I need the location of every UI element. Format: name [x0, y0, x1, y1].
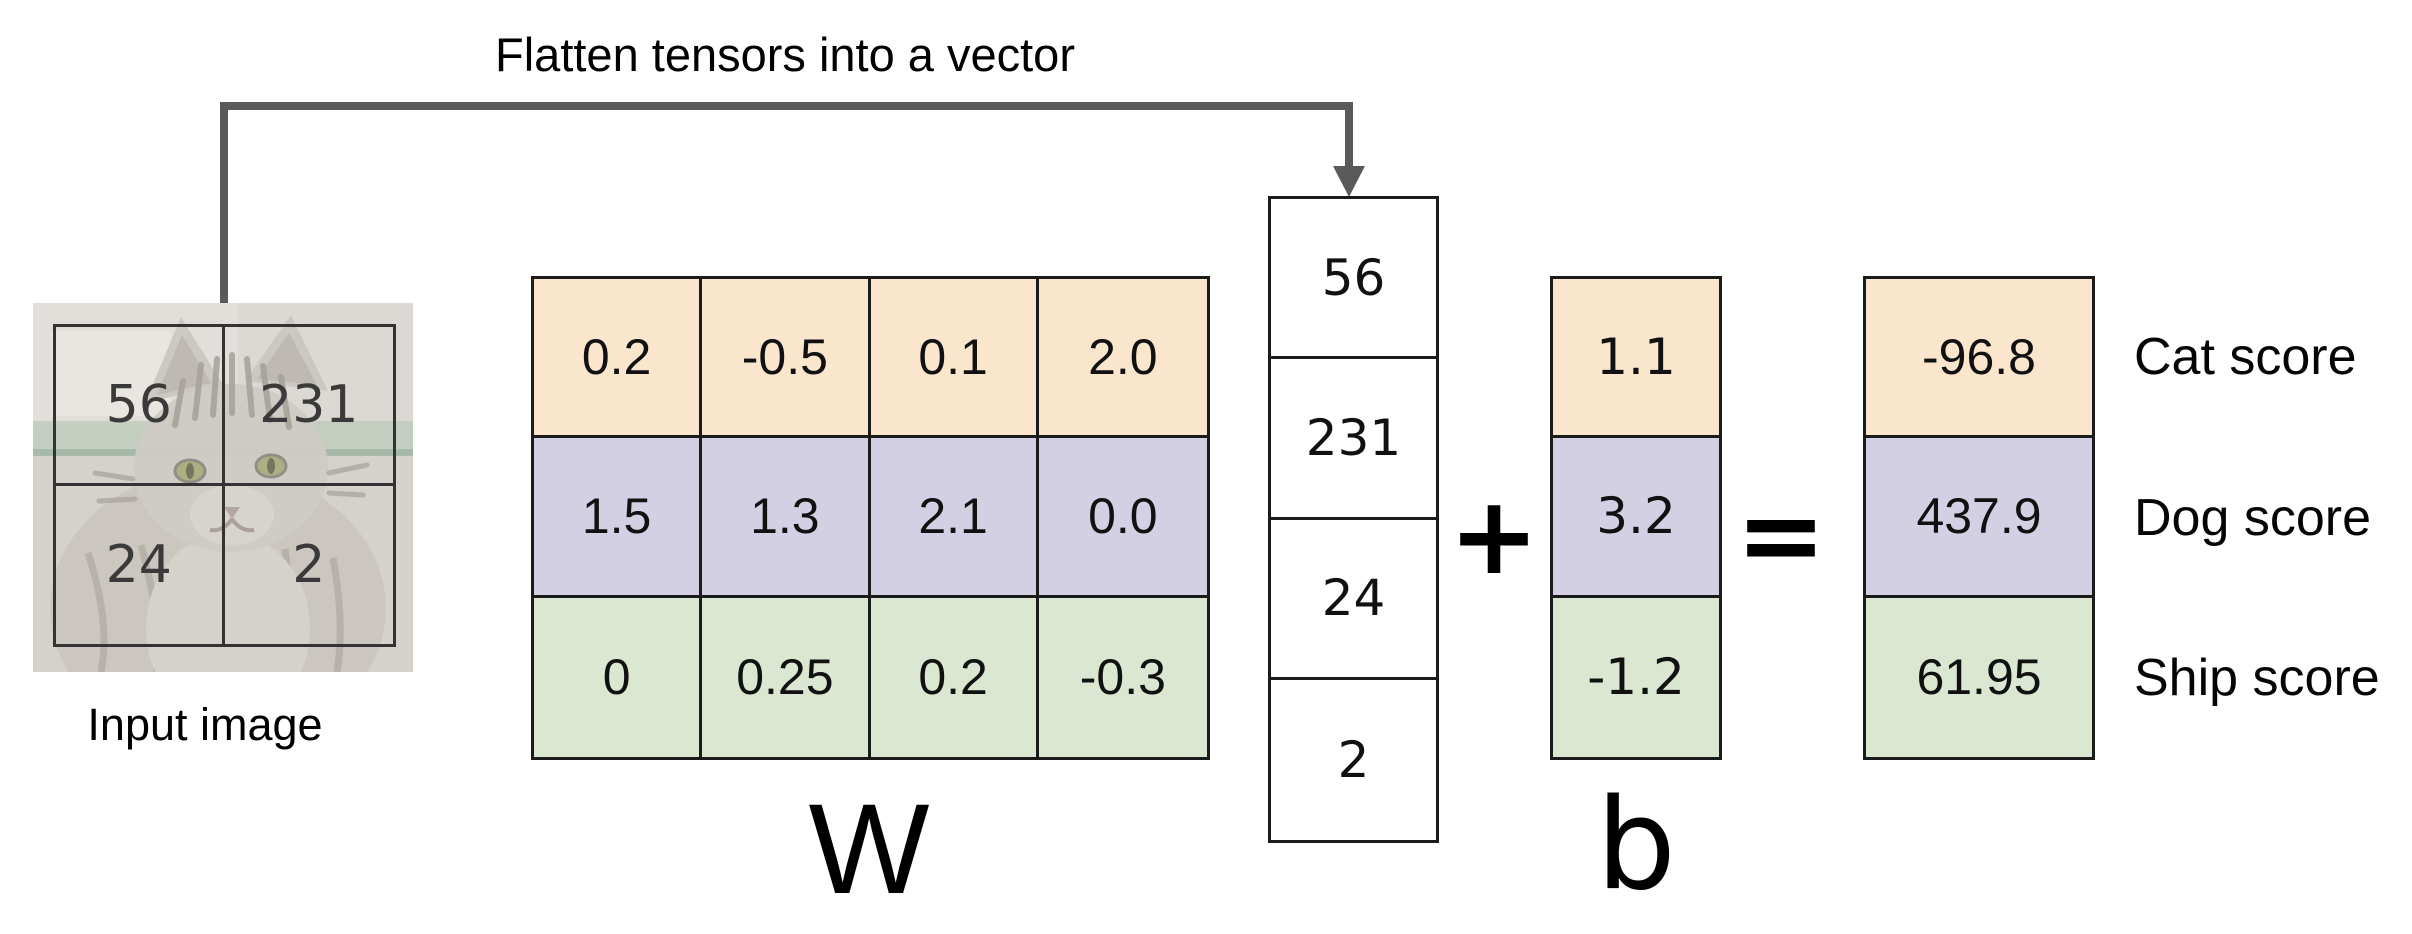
- flattened-vector: 56 231 24 2: [1268, 196, 1439, 843]
- vector-cell: 56: [1271, 199, 1436, 360]
- weight-cell: 0.2: [534, 279, 703, 439]
- weight-cell: 0.25: [702, 597, 871, 757]
- pixel-value: 2: [292, 534, 326, 595]
- score-cell: 437.9: [1866, 438, 2092, 598]
- bias-vector: 1.1 3.2 -1.2: [1550, 276, 1722, 760]
- vector-cell: 231: [1271, 359, 1436, 520]
- flatten-caption: Flatten tensors into a vector: [495, 28, 1075, 81]
- cat-photo-illustration: [33, 303, 413, 672]
- vector-cell: 24: [1271, 520, 1436, 680]
- score-label-ship: Ship score: [2134, 649, 2380, 707]
- weight-cell: 2.0: [1038, 279, 1207, 439]
- bias-cell: -1.2: [1553, 597, 1719, 757]
- equals-operator: =: [1735, 472, 1827, 598]
- bias-cell: 3.2: [1553, 438, 1719, 598]
- weight-cell: 0.2: [870, 597, 1039, 757]
- pixel-value: 231: [224, 327, 393, 486]
- weight-cell: 0.1: [870, 279, 1039, 439]
- bias-cell: 1.1: [1553, 279, 1719, 439]
- weight-cell: 0: [534, 597, 703, 757]
- input-image-label: Input image: [87, 699, 323, 750]
- pixel-value: 24: [56, 485, 225, 644]
- weight-cell: 1.3: [702, 438, 871, 598]
- input-image: [33, 303, 413, 672]
- weight-matrix-label: W: [808, 778, 930, 921]
- score-cell: 61.95: [1866, 597, 2092, 757]
- pixel-value: 56: [56, 327, 225, 486]
- vector-cell: 2: [1337, 730, 1370, 789]
- weight-cell: 1.5: [534, 438, 703, 598]
- pixel-grid: 56 231 24 2: [53, 324, 396, 647]
- score-label-dog: Dog score: [2134, 489, 2371, 547]
- weight-cell: 0.0: [1038, 438, 1207, 598]
- score-label-cat: Cat score: [2134, 328, 2357, 386]
- weight-cell: -0.3: [1038, 597, 1207, 757]
- score-cell: -96.8: [1866, 279, 2092, 439]
- plus-operator: +: [1448, 473, 1540, 599]
- score-vector: -96.8 437.9 61.95: [1863, 276, 2095, 760]
- bias-vector-label: b: [1596, 771, 1676, 918]
- weight-matrix: 0.2 -0.5 0.1 2.0 1.5 1.3 2.1 0.0 0 0.25 …: [531, 276, 1210, 760]
- weight-cell: -0.5: [702, 279, 871, 439]
- weight-cell: 2.1: [870, 438, 1039, 598]
